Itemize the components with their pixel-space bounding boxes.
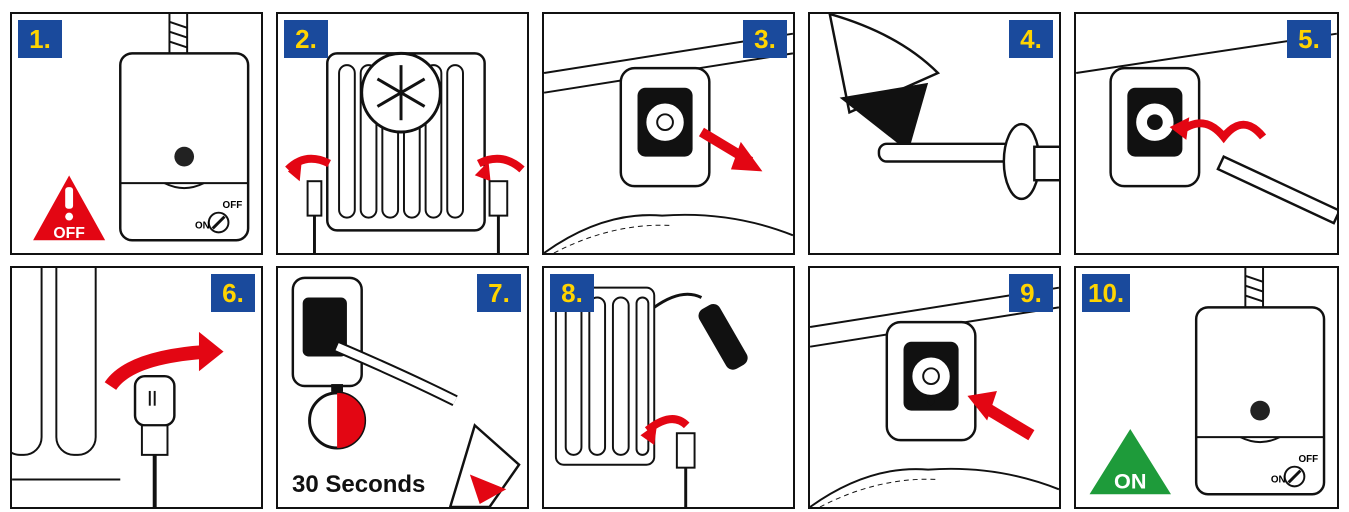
step-9-number: 9. bbox=[1009, 274, 1053, 312]
step-8-number: 8. bbox=[550, 274, 594, 312]
off-sign-text: OFF bbox=[53, 225, 85, 242]
switch-on-label: ON bbox=[195, 220, 210, 231]
step-5-panel: 5. bbox=[1074, 12, 1339, 255]
step-1-number: 1. bbox=[18, 20, 62, 58]
switch-on-label: ON bbox=[1271, 474, 1286, 485]
step-2-number: 2. bbox=[284, 20, 328, 58]
timer-caption: 30 Seconds bbox=[292, 471, 425, 499]
step-8-panel: 8. bbox=[542, 266, 795, 509]
step-3-number: 3. bbox=[743, 20, 787, 58]
step-4-number: 4. bbox=[1009, 20, 1053, 58]
step-1-panel: ON OFF OFF 1. bbox=[10, 12, 263, 255]
step-6-number: 6. bbox=[211, 274, 255, 312]
on-sign-text: ON bbox=[1114, 468, 1146, 493]
step-7-number: 7. bbox=[477, 274, 521, 312]
step-4-panel: 4. bbox=[808, 12, 1061, 255]
switch-off-label: OFF bbox=[223, 200, 243, 211]
step-9-panel: 9. bbox=[808, 266, 1061, 509]
step-3-panel: 3. bbox=[542, 12, 795, 255]
step-10-number: 10. bbox=[1082, 274, 1130, 312]
step-10-panel: ON OFF ON 10. bbox=[1074, 266, 1339, 509]
step-5-number: 5. bbox=[1287, 20, 1331, 58]
switch-off-label: OFF bbox=[1298, 454, 1318, 465]
step-2-panel: 2. bbox=[276, 12, 529, 255]
step-6-panel: 6. bbox=[10, 266, 263, 509]
step-7-panel: 30 Seconds 7. bbox=[276, 266, 529, 509]
